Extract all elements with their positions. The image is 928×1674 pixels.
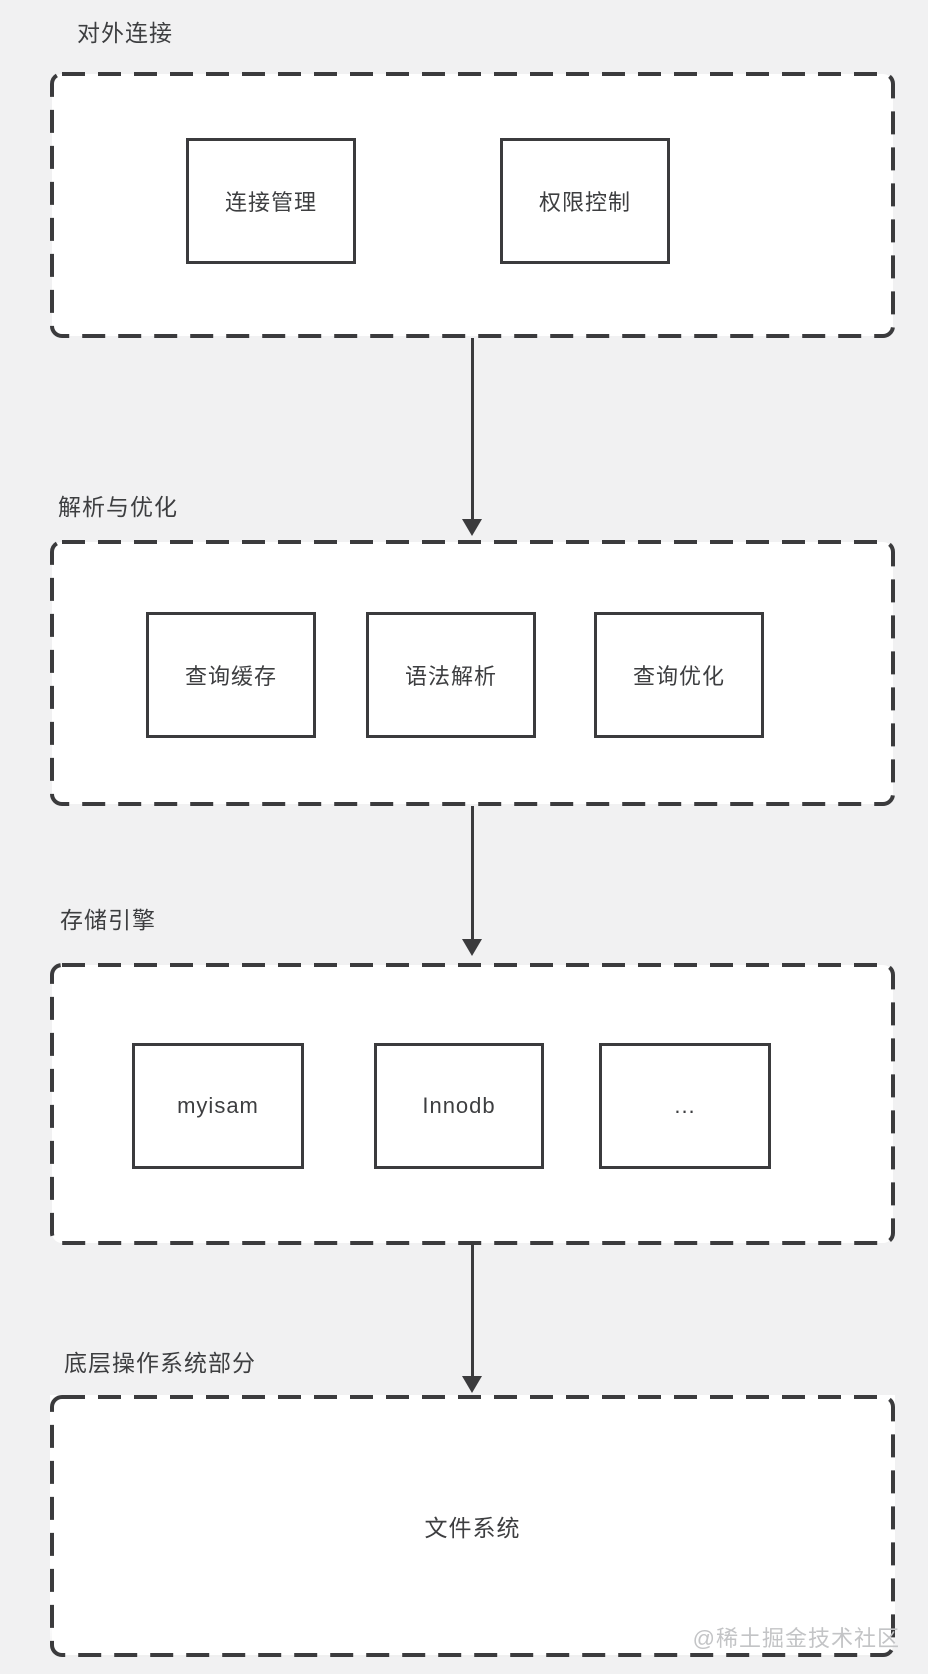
dashed-border <box>50 1395 895 1657</box>
node-label: myisam <box>177 1093 259 1118</box>
layer-container-storage-engine: myisam Innodb ... <box>50 963 895 1245</box>
node-permission-control: 权限控制 <box>500 138 670 264</box>
flow-arrow-2 <box>462 806 482 956</box>
node-syntax-parser: 语法解析 <box>366 612 536 738</box>
layer-container-underlying-os: 文件系统 <box>50 1395 895 1657</box>
node-label: 权限控制 <box>538 190 631 215</box>
layer-container-external-connection: 连接管理 权限控制 <box>50 72 895 338</box>
dashed-border <box>50 72 895 338</box>
arrow-head-icon <box>462 1376 482 1393</box>
node-other-engines: ... <box>599 1043 771 1169</box>
node-label: 查询缓存 <box>184 664 277 689</box>
node-label: Innodb <box>422 1093 496 1118</box>
node-innodb: Innodb <box>374 1043 544 1169</box>
node-label: 连接管理 <box>224 190 317 215</box>
flow-arrow-3 <box>462 1245 482 1393</box>
layer-label-parse-optimize: 解析与优化 <box>58 494 178 520</box>
layer-label-external-connection: 对外连接 <box>77 20 173 46</box>
node-myisam: myisam <box>132 1043 304 1169</box>
arrow-shaft <box>470 806 474 941</box>
watermark: @稀土掘金技术社区 <box>692 1626 900 1651</box>
node-label: 语法解析 <box>404 664 497 689</box>
arrow-head-icon <box>462 939 482 956</box>
node-query-cache: 查询缓存 <box>146 612 316 738</box>
node-query-optimizer: 查询优化 <box>594 612 764 738</box>
layer-label-underlying-os: 底层操作系统部分 <box>64 1350 256 1376</box>
flow-arrow-1 <box>462 338 482 536</box>
node-label: ... <box>674 1093 696 1118</box>
layer-container-parse-optimize: 查询缓存 语法解析 查询优化 <box>50 540 895 806</box>
node-file-system: 文件系统 <box>50 1395 895 1657</box>
arrow-head-icon <box>462 519 482 536</box>
arrow-shaft <box>470 1245 474 1378</box>
arrow-shaft <box>470 338 474 521</box>
node-connection-management: 连接管理 <box>186 138 356 264</box>
node-label: 查询优化 <box>632 664 725 689</box>
node-label: 文件系统 <box>424 1515 521 1541</box>
layer-label-storage-engine: 存储引擎 <box>60 907 156 933</box>
